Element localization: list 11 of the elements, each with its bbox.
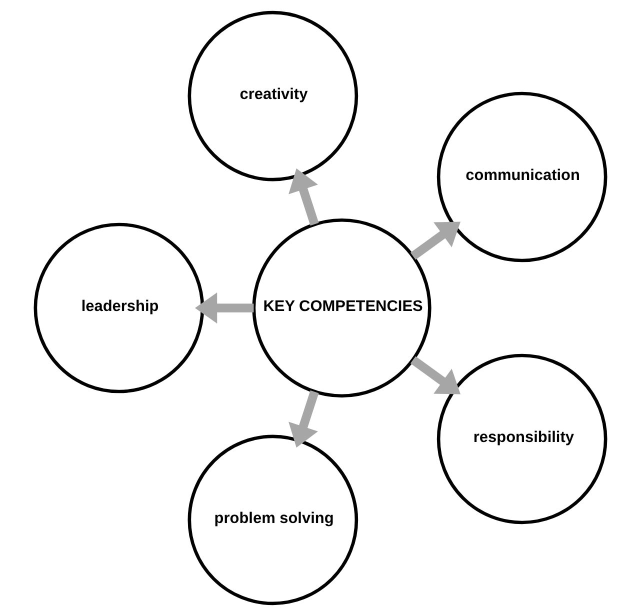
node-circle: communication [436, 92, 608, 262]
arrow [195, 292, 254, 324]
arrow [410, 356, 460, 394]
node-circle: responsibility [436, 354, 608, 524]
node-circle: creativity [188, 10, 358, 182]
node-circle: KEY COMPETENCIES [252, 218, 432, 398]
arrow [410, 222, 460, 260]
node-circle: leadership [34, 222, 204, 394]
arrow [288, 390, 319, 448]
node-circle: problem solving [188, 434, 358, 606]
arrow [288, 168, 319, 226]
